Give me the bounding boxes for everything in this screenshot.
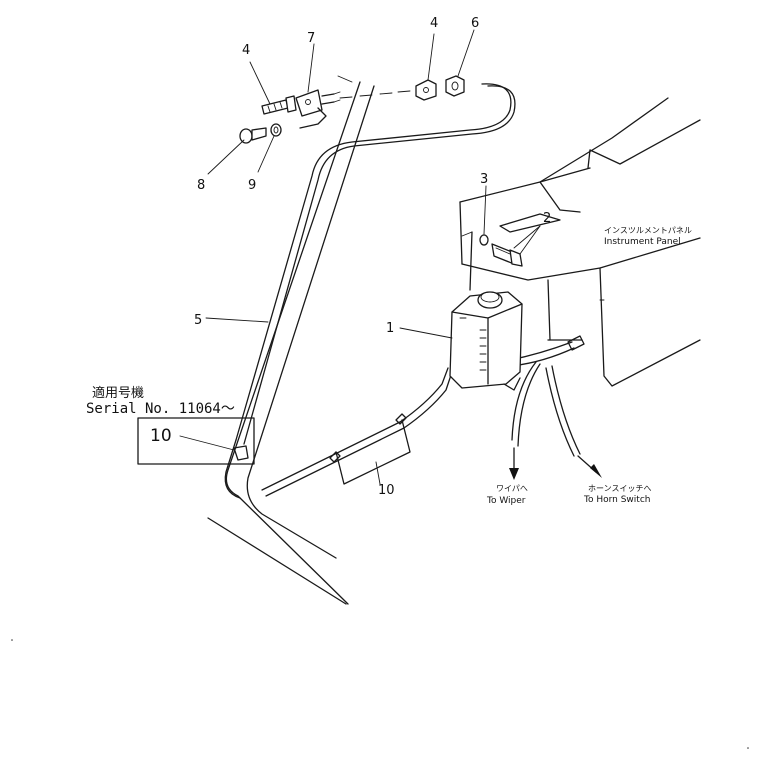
serial-fitting	[233, 445, 249, 461]
to-wiper-label-en: To Wiper	[486, 496, 526, 506]
washer-tank	[449, 291, 523, 391]
leader-lines	[179, 29, 541, 485]
nozzle-axis-dash	[339, 90, 411, 99]
callout-3: 3	[480, 172, 488, 187]
to-horn-switch-label-en: To Horn Switch	[583, 495, 650, 505]
callout-9: 9	[248, 178, 256, 193]
screw-4-left	[261, 95, 297, 115]
callout-7: 7	[307, 31, 315, 46]
callout-2: 2	[543, 211, 551, 226]
to-wiper-label-jp: ワイパへ	[496, 484, 528, 493]
callout-4-left: 4	[242, 43, 250, 58]
hose-clamps	[329, 413, 407, 463]
nozzle-4-right	[415, 79, 437, 101]
serial-label-en: Serial No. 11064～	[86, 401, 235, 417]
callout-6: 6	[471, 16, 479, 31]
to-horn-switch-label-jp: ホーンスイッチへ	[588, 484, 651, 493]
callout-10-boxed: 10	[150, 426, 172, 446]
callout-5: 5	[194, 313, 202, 328]
bolt-2	[491, 243, 523, 267]
instrument-panel-label-en: Instrument Panel	[604, 237, 681, 247]
window-frame	[207, 75, 375, 605]
callout-10-bracket: 10	[378, 483, 395, 498]
instrument-panel	[459, 97, 701, 387]
washer-hose	[224, 83, 516, 499]
scan-dot	[11, 639, 13, 641]
serial-box	[137, 417, 255, 465]
callout-8: 8	[197, 178, 205, 193]
scan-dot	[747, 747, 749, 749]
arrow-to-horn-switch	[577, 455, 602, 478]
callout-1: 1	[386, 321, 394, 336]
serial-label-jp: 適用号機	[92, 385, 144, 401]
callout-4-right: 4	[430, 16, 438, 31]
arrow-to-wiper	[509, 447, 519, 480]
nut-6	[445, 75, 465, 97]
washer-9	[270, 123, 282, 137]
instrument-panel-label-jp: インスツルメントパネル	[604, 226, 692, 235]
bolt-8	[239, 127, 267, 144]
washer-3	[479, 234, 489, 246]
nozzle-body-7	[295, 89, 341, 129]
bracket-10	[335, 419, 411, 485]
